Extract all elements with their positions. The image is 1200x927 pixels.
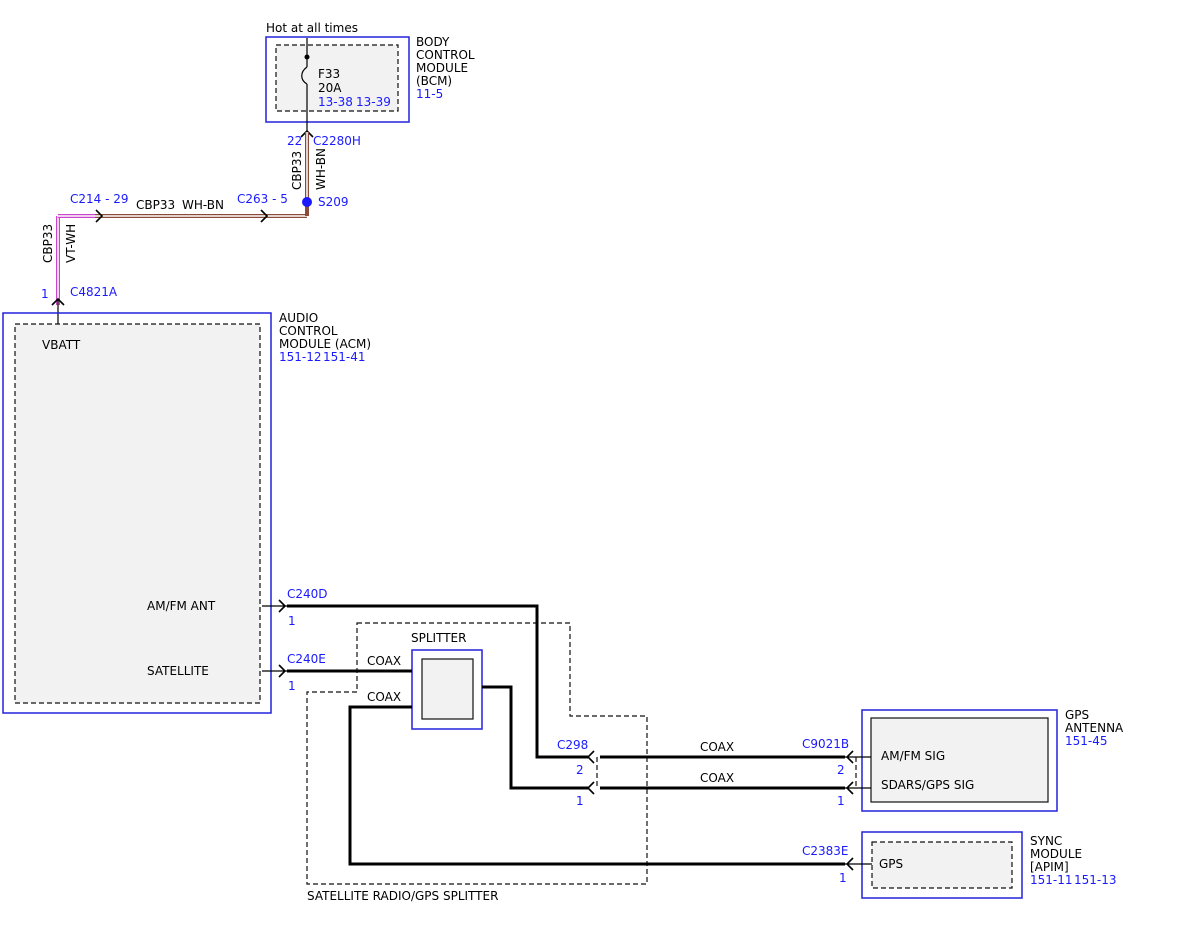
splitter-inner <box>421 658 474 720</box>
sync-sig: GPS <box>879 857 903 871</box>
gps-sig-amfm: AM/FM SIG <box>881 749 945 763</box>
bcm-pin: 22 <box>287 134 302 148</box>
connector-arrow-c4821a-icon <box>51 297 65 306</box>
fuse-rating: 20A <box>318 81 342 95</box>
bcm-fuse-dot <box>304 54 310 60</box>
bcm-title-2: CONTROL <box>416 48 475 62</box>
connector-arrow-c9021ba-icon <box>845 750 854 764</box>
acm-c240e: C240E <box>287 652 326 666</box>
coax-label-sat: COAX <box>367 654 401 668</box>
splitter-assembly: SATELLITE RADIO/GPS SPLITTER SPLITTER CO… <box>306 622 648 903</box>
bcm-border <box>265 36 410 123</box>
inline-c263: C263 - 5 <box>237 192 288 206</box>
gps-title-2: ANTENNA <box>1065 721 1124 735</box>
acm-c240d-pin: 1 <box>288 614 296 628</box>
gps-sig-sdars: SDARS/GPS SIG <box>881 778 974 792</box>
connector-arrow-c298a-icon <box>586 750 595 764</box>
splitter-title: SPLITTER <box>411 631 466 645</box>
gps-pin-b: 1 <box>837 794 845 808</box>
gps-antenna-inner <box>870 717 1049 803</box>
sync-title-2: MODULE <box>1030 847 1082 861</box>
bcm-inner <box>275 44 399 112</box>
splitter-c298-pin-a: 2 <box>576 763 584 777</box>
wire-vtwh-circuit: CBP33 <box>41 224 55 263</box>
sync-connector: C2383E <box>802 844 849 858</box>
acm-title-3: MODULE (ACM) <box>279 337 371 351</box>
gps-antenna-module: AM/FM SIG SDARS/GPS SIG GPS ANTENNA 151-… <box>802 708 1124 812</box>
splitter-assembly-outline <box>306 622 648 885</box>
gps-ref: 151-45 <box>1065 734 1108 748</box>
wire-cbp33-vt-wh: CBP33 VT-WH 1 C4821A <box>41 214 118 325</box>
bcm-title-4: (BCM) <box>416 74 452 88</box>
acm-title-1: AUDIO <box>279 311 318 325</box>
sync-inner <box>871 841 1013 889</box>
sync-module: GPS SYNC MODULE [APIM] 151-11 151-13 C23… <box>802 831 1117 899</box>
wire-horizontal-circuit: CBP33 <box>136 198 175 212</box>
splitter-assembly-label: SATELLITE RADIO/GPS SPLITTER <box>307 889 498 903</box>
wire-horizontal-color: WH-BN <box>182 198 224 212</box>
splitter-c298-pin-b: 1 <box>576 794 584 808</box>
splitter-border <box>411 649 483 730</box>
acm-ref-b: 151-41 <box>323 350 366 364</box>
splitter-c298: C298 <box>557 738 588 752</box>
acm-title-2: CONTROL <box>279 324 338 338</box>
coax-gps-sync <box>348 705 845 866</box>
inline-arrow-c263-icon <box>260 209 269 223</box>
acm-c4821a: C4821A <box>70 285 118 299</box>
bcm-ref-a: 13-38 <box>318 95 353 109</box>
bcm-supply-label: Hot at all times <box>266 21 358 35</box>
acm-pin-amfm: AM/FM ANT <box>147 599 216 613</box>
gps-connector: C9021B <box>802 737 849 751</box>
wire-vertical-circuit: CBP33 <box>290 151 304 190</box>
coax-amfm-acm <box>287 604 588 759</box>
splice-name: S209 <box>318 195 349 209</box>
acm-pin-vbatt: VBATT <box>42 338 81 352</box>
bcm-title-1: BODY <box>416 35 450 49</box>
sync-title-1: SYNC <box>1030 834 1062 848</box>
coax-cables: COAX COAX <box>287 604 845 866</box>
acm-c4821a-pin: 1 <box>41 287 49 301</box>
inline-c214: C214 - 29 <box>70 192 129 206</box>
acm-ref-a: 151-12 <box>279 350 322 364</box>
sync-border <box>861 831 1023 899</box>
acm-border <box>2 312 272 714</box>
fuse-name: F33 <box>318 67 340 81</box>
connector-arrow-c240d-icon <box>278 599 287 613</box>
acm-inner <box>14 323 261 704</box>
sync-ref-b: 151-13 <box>1074 873 1117 887</box>
wire-vtwh-color: VT-WH <box>64 224 78 263</box>
sync-ref-a: 151-11 <box>1030 873 1073 887</box>
acm-c240d: C240D <box>287 587 328 601</box>
gps-title-1: GPS <box>1065 708 1089 722</box>
bcm-ref: 11-5 <box>416 87 443 101</box>
gps-pin-a: 2 <box>837 763 845 777</box>
bcm-connector: C2280H <box>313 134 361 148</box>
gps-antenna-border <box>861 709 1058 812</box>
connector-arrow-c240e-icon <box>278 664 287 678</box>
coax-splitter-out <box>482 685 588 790</box>
wire-vertical-color: WH-BN <box>314 148 328 190</box>
bcm-title-3: MODULE <box>416 61 468 75</box>
splice-dot <box>302 197 312 207</box>
sync-pin: 1 <box>839 871 847 885</box>
coax-label-amfm: COAX <box>700 740 734 754</box>
inline-arrow-c214-icon <box>95 209 104 223</box>
bcm-module: Hot at all times F33 20A 13-38 13-39 BOD… <box>265 21 475 148</box>
sync-title-3: [APIM] <box>1030 860 1069 874</box>
coax-label-gps: COAX <box>367 690 401 704</box>
connector-arrow-icon <box>300 129 314 138</box>
bcm-ref-b: 13-39 <box>356 95 391 109</box>
acm-c240e-pin: 1 <box>288 679 296 693</box>
acm-module: VBATT AM/FM ANT SATELLITE AUDIO CONTROL … <box>2 311 371 714</box>
connector-arrow-c298b-icon <box>586 781 595 795</box>
connector-arrow-c9021bb-icon <box>845 781 854 795</box>
wire-cbp33-wh-bn: CBP33 WH-BN CBP33 WH-BN S209 C263 - 5 C2… <box>58 132 349 223</box>
connector-arrow-c2383e-icon <box>845 857 854 871</box>
acm-pin-satellite: SATELLITE <box>147 664 209 678</box>
coax-label-sdars: COAX <box>700 771 734 785</box>
fuse-symbol-icon <box>301 66 308 85</box>
